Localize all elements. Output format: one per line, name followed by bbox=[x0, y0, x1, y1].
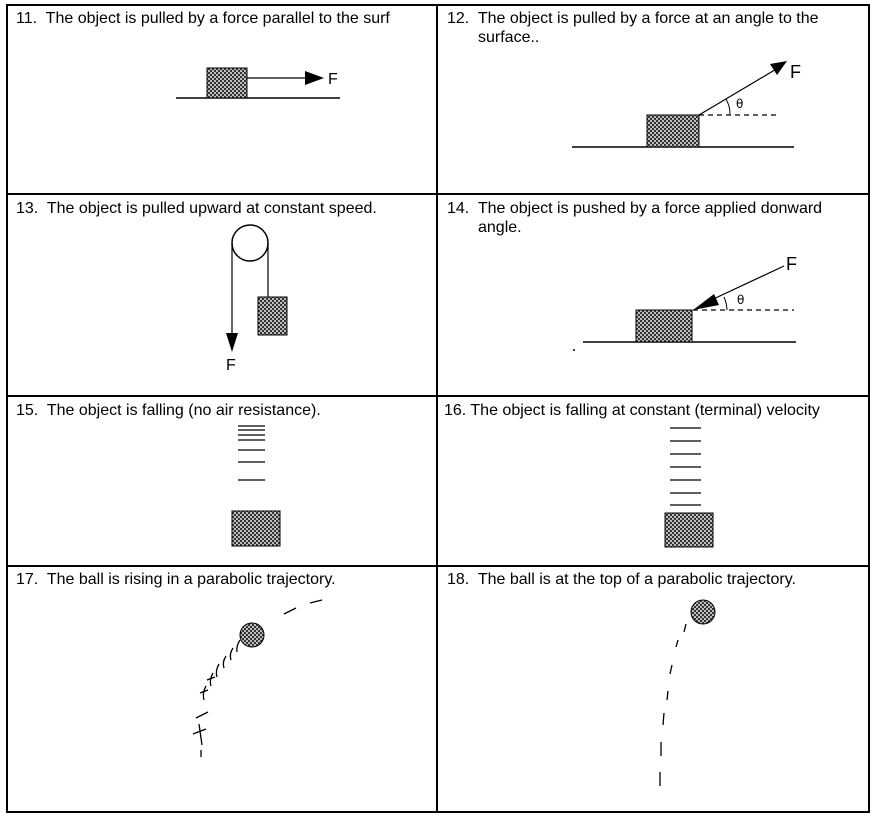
panel-12-force-label: F bbox=[790, 62, 801, 82]
panel-17-trail-mark bbox=[236, 639, 241, 653]
column-divider bbox=[436, 4, 438, 813]
panel-15-block bbox=[231, 510, 281, 547]
panel-17-trail-mark bbox=[206, 672, 216, 687]
panel-18-ball bbox=[690, 599, 716, 625]
panel-18-figure bbox=[659, 599, 716, 786]
panel-14-force-label: F bbox=[786, 254, 797, 274]
panel-13-arrowhead-icon bbox=[226, 333, 238, 352]
panel-11-number: 11. bbox=[16, 10, 38, 27]
panel-17-trail-mark bbox=[198, 723, 203, 746]
panel-12-number: 12. bbox=[447, 10, 470, 27]
panel-12-angle-arc bbox=[725, 98, 731, 116]
panel-18-text: The ball is at the top of a parabolic tr… bbox=[477, 571, 796, 588]
panel-13-block bbox=[257, 296, 288, 336]
panel-17-ball bbox=[239, 622, 265, 648]
panel-11-text: The object is pulled by a force parallel… bbox=[45, 10, 390, 27]
panel-18-caption: 18. The ball is at the top of a paraboli… bbox=[447, 570, 867, 589]
row-divider-3 bbox=[6, 565, 870, 567]
panel-12-text: The object is pulled by a force at an an… bbox=[477, 10, 819, 27]
panel-16-text: The object is falling at constant (termi… bbox=[470, 402, 820, 419]
panel-14-caption: 14. The object is pushed by a force appl… bbox=[447, 199, 869, 237]
panel-17-trail-mark bbox=[215, 663, 220, 678]
panel-13-caption: 13. The object is pulled upward at const… bbox=[16, 199, 434, 218]
panel-14-text-line2: angle. bbox=[478, 219, 522, 236]
panel-13-text: The object is pulled upward at constant … bbox=[46, 200, 377, 217]
panel-12-text-line2: surface.. bbox=[478, 29, 540, 46]
panel-18-trail-mark bbox=[675, 639, 679, 648]
panel-18-trail-mark bbox=[662, 712, 665, 726]
panel-17-trail-mark bbox=[229, 647, 234, 661]
panel-17-figure bbox=[192, 599, 323, 757]
row-divider-1 bbox=[6, 193, 870, 195]
panel-14-force-line bbox=[706, 265, 785, 303]
panel-15-figure bbox=[231, 425, 281, 547]
panel-17-text: The ball is rising in a parabolic trajec… bbox=[46, 571, 336, 588]
panel-17-trail-mark bbox=[199, 685, 209, 701]
panel-16-caption: 16. The object is falling at constant (t… bbox=[444, 401, 870, 420]
panel-14-text: The object is pushed by a force applied … bbox=[477, 200, 823, 217]
panel-14-arrowhead-icon bbox=[693, 294, 719, 310]
panel-14-angle-arc bbox=[723, 296, 728, 311]
panel-13-number: 13. bbox=[16, 200, 39, 217]
panel-14-block bbox=[635, 309, 693, 343]
panel-18-trail-mark bbox=[683, 623, 687, 633]
panel-11-caption: 11. The object is pulled by a force para… bbox=[16, 9, 434, 28]
panel-12-arrowhead-icon bbox=[770, 61, 787, 75]
worksheet-grid bbox=[6, 4, 870, 813]
panel-18-trail-mark bbox=[666, 690, 669, 701]
panel-14-number: 14. bbox=[447, 200, 470, 217]
panel-12-angle-label: θ bbox=[736, 97, 743, 111]
panel-16-number: 16. bbox=[444, 402, 467, 419]
panel-18-number: 18. bbox=[447, 571, 470, 588]
panel-12-block bbox=[646, 114, 700, 148]
panel-12-figure: θ F bbox=[572, 61, 801, 148]
panel-12-caption: 12. The object is pulled by a force at a… bbox=[447, 9, 867, 47]
panel-18-trail-mark bbox=[669, 664, 673, 675]
panel-17-caption: 17. The ball is rising in a parabolic tr… bbox=[16, 570, 434, 589]
panel-14-figure: θ F bbox=[573, 254, 797, 351]
panel-14-angle-label: θ bbox=[737, 293, 744, 307]
panel-11-force-label: F bbox=[328, 71, 338, 88]
panel-17-trail-mark bbox=[283, 607, 297, 615]
panel-16-block bbox=[664, 512, 714, 548]
panel-14-speck bbox=[573, 349, 575, 351]
panel-13-force-label: F bbox=[226, 357, 236, 374]
panel-15-text: The object is falling (no air resistance… bbox=[46, 402, 321, 419]
panel-11-block bbox=[206, 67, 248, 99]
panel-15-caption: 15. The object is falling (no air resist… bbox=[16, 401, 434, 420]
panel-13-figure: F bbox=[226, 224, 288, 374]
panel-17-trail-mark bbox=[195, 711, 209, 719]
panel-12-force-line bbox=[698, 67, 779, 116]
panel-11-figure: F bbox=[176, 67, 340, 99]
panel-17-number: 17. bbox=[16, 571, 39, 588]
panel-16-figure bbox=[664, 427, 714, 548]
panel-17-trail-mark bbox=[222, 655, 227, 669]
row-divider-2 bbox=[6, 395, 870, 397]
panel-17-trail-mark bbox=[192, 728, 207, 735]
panel-17-trail-mark bbox=[309, 599, 323, 604]
panel-13-pulley bbox=[231, 224, 269, 262]
panel-15-number: 15. bbox=[16, 402, 39, 419]
panel-11-arrowhead-icon bbox=[305, 71, 324, 85]
